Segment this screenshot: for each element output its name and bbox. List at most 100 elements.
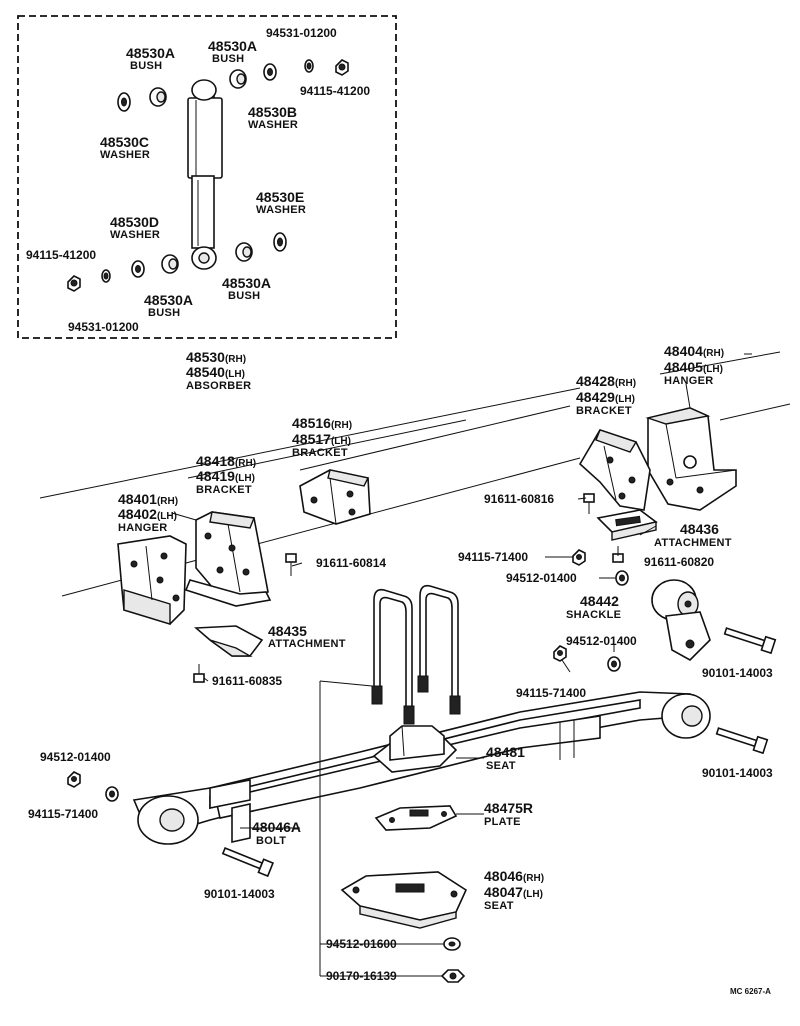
label-90170-16139: 90170-16139 bbox=[326, 969, 397, 983]
rear-bracket-fasteners bbox=[572, 493, 629, 586]
attachment-48436-label: 48436 ATTACHMENT bbox=[654, 521, 732, 549]
figure-code: MC 6267-A bbox=[730, 987, 771, 996]
svg-text:48442: 48442 bbox=[580, 593, 619, 609]
svg-text:BRACKET: BRACKET bbox=[196, 484, 252, 496]
lower-seat-illustration bbox=[340, 871, 468, 929]
seat-48046-label: 48046(RH) 48047(LH) SEAT bbox=[484, 868, 544, 912]
absorber-small-parts bbox=[67, 59, 349, 292]
rear-hanger-illustration bbox=[645, 407, 737, 511]
label-bush-4: BUSH bbox=[228, 290, 260, 302]
left-nut-washer bbox=[67, 771, 119, 802]
svg-text:48418(RH): 48418(RH) bbox=[196, 453, 256, 469]
label-washer-d: WASHER bbox=[110, 229, 160, 241]
label-94115-bottom: 94115-41200 bbox=[26, 248, 96, 262]
svg-text:48475R: 48475R bbox=[484, 800, 533, 816]
svg-text:48516(RH): 48516(RH) bbox=[292, 415, 352, 431]
front-bracket-illustration bbox=[184, 511, 272, 607]
label-94512-01600: 94512-01600 bbox=[326, 937, 397, 951]
label-94115-71400-b: 94115-71400 bbox=[516, 686, 586, 700]
svg-text:48419(LH): 48419(LH) bbox=[196, 468, 255, 484]
label-48530e: 48530E bbox=[256, 189, 304, 205]
svg-text:48046(RH): 48046(RH) bbox=[484, 868, 544, 884]
label-48530d: 48530D bbox=[110, 214, 159, 230]
label-91611-60814: 91611-60814 bbox=[316, 556, 386, 570]
label-91611-60816: 91611-60816 bbox=[484, 492, 554, 506]
label-48530a-1: 48530A bbox=[126, 45, 175, 61]
svg-text:ABSORBER: ABSORBER bbox=[186, 380, 251, 392]
label-bush-2: BUSH bbox=[212, 53, 244, 65]
label-48530a-3: 48530A bbox=[144, 292, 193, 308]
svg-text:48540(LH): 48540(LH) bbox=[186, 364, 245, 380]
label-90101-14003-c: 90101-14003 bbox=[204, 887, 275, 901]
attachment-48436-illustration bbox=[596, 509, 658, 541]
svg-text:48401(RH): 48401(RH) bbox=[118, 491, 178, 507]
svg-text:48481: 48481 bbox=[486, 744, 525, 760]
bracket-48428-label: 48428(RH) 48429(LH) BRACKET bbox=[576, 373, 636, 417]
label-94115-71400-c: 94115-71400 bbox=[28, 807, 98, 821]
svg-text:48405(LH): 48405(LH) bbox=[664, 359, 723, 375]
inset-labels: 48530A BUSH 48530A BUSH 94531-01200 9411… bbox=[26, 26, 370, 334]
shock-absorber-illustration bbox=[187, 79, 223, 270]
label-washer-b: WASHER bbox=[248, 119, 298, 131]
bolt-48046a-label: 48046A BOLT bbox=[252, 819, 301, 847]
plate-48475r-illustration bbox=[374, 805, 458, 831]
absorber-label: 48530(RH) 48540(LH) ABSORBER bbox=[186, 349, 251, 392]
leader-lines bbox=[171, 353, 752, 977]
shackle-48442-label: 48442 SHACKLE bbox=[566, 593, 621, 621]
label-90101-14003-b: 90101-14003 bbox=[702, 766, 773, 780]
label-94115-71400-a: 94115-71400 bbox=[458, 550, 528, 564]
svg-text:48404(RH): 48404(RH) bbox=[664, 343, 724, 359]
svg-text:48436: 48436 bbox=[680, 521, 719, 537]
u-bolts-illustration bbox=[371, 584, 461, 725]
bracket-48516-label: 48516(RH) 48517(LH) BRACKET bbox=[292, 415, 352, 459]
svg-text:ATTACHMENT: ATTACHMENT bbox=[268, 638, 346, 650]
seat-48481-illustration bbox=[372, 725, 458, 773]
svg-text:BRACKET: BRACKET bbox=[576, 405, 632, 417]
label-bush-3: BUSH bbox=[148, 307, 180, 319]
label-94512-01400-a: 94512-01400 bbox=[506, 571, 577, 585]
seat-48481-label: 48481 SEAT bbox=[486, 744, 525, 772]
svg-text:48428(RH): 48428(RH) bbox=[576, 373, 636, 389]
absorber-inset-box bbox=[17, 15, 397, 339]
svg-text:48517(LH): 48517(LH) bbox=[292, 431, 351, 447]
svg-text:48402(LH): 48402(LH) bbox=[118, 506, 177, 522]
label-48530a-4: 48530A bbox=[222, 275, 271, 291]
label-48530a-2: 48530A bbox=[208, 38, 257, 54]
label-94531-top: 94531-01200 bbox=[266, 26, 337, 40]
label-94512-01400-b: 94512-01400 bbox=[566, 634, 637, 648]
shackle-fasteners bbox=[553, 627, 777, 755]
svg-text:48046A: 48046A bbox=[252, 819, 301, 835]
bolt-14003-c-illustration bbox=[221, 847, 274, 878]
label-washer-c: WASHER bbox=[100, 149, 150, 161]
label-94115-top: 94115-41200 bbox=[300, 84, 370, 98]
attachment-48435-label: 48435 ATTACHMENT bbox=[268, 623, 346, 650]
attachment-48435-illustration bbox=[193, 625, 264, 657]
svg-text:BOLT: BOLT bbox=[256, 835, 286, 847]
bolt-60814-illustration bbox=[285, 553, 297, 576]
svg-text:SEAT: SEAT bbox=[486, 760, 516, 772]
svg-text:ATTACHMENT: ATTACHMENT bbox=[654, 537, 732, 549]
label-94512-01400-c: 94512-01400 bbox=[40, 750, 111, 764]
bolt-60835-illustration bbox=[193, 664, 205, 683]
label-48530c: 48530C bbox=[100, 134, 149, 150]
shackle-illustration bbox=[651, 579, 711, 661]
label-94531-bottom: 94531-01200 bbox=[68, 320, 139, 334]
svg-text:BRACKET: BRACKET bbox=[292, 447, 348, 459]
label-bush-1: BUSH bbox=[130, 60, 162, 72]
label-91611-60820: 91611-60820 bbox=[644, 555, 714, 569]
svg-text:HANGER: HANGER bbox=[118, 522, 167, 534]
plate-48475r-label: 48475R PLATE bbox=[484, 800, 533, 828]
svg-text:SHACKLE: SHACKLE bbox=[566, 609, 621, 621]
hanger-48404-label: 48404(RH) 48405(LH) HANGER bbox=[664, 343, 724, 387]
svg-text:48530(RH): 48530(RH) bbox=[186, 349, 246, 365]
label-91611-60835: 91611-60835 bbox=[212, 674, 282, 688]
svg-text:SEAT: SEAT bbox=[484, 900, 514, 912]
label-48530b: 48530B bbox=[248, 104, 297, 120]
label-washer-e: WASHER bbox=[256, 204, 306, 216]
front-hanger-illustration bbox=[117, 535, 187, 625]
svg-text:48429(LH): 48429(LH) bbox=[576, 389, 635, 405]
bottom-washer-nut bbox=[440, 937, 466, 983]
svg-text:PLATE: PLATE bbox=[484, 816, 521, 828]
hanger-48401-label: 48401(RH) 48402(LH) HANGER bbox=[118, 491, 178, 534]
